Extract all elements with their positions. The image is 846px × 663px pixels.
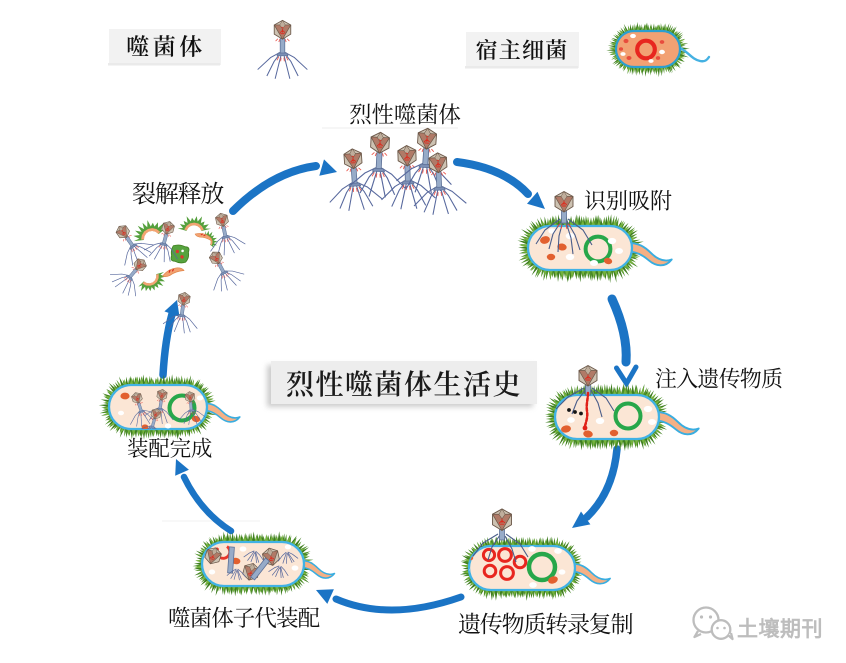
svg-text:噬菌体子代装配: 噬菌体子代装配	[168, 606, 320, 631]
svg-text:注入遗传物质: 注入遗传物质	[655, 367, 783, 392]
svg-text:烈性噬菌体: 烈性噬菌体	[349, 103, 461, 128]
svg-text:宿主细菌: 宿主细菌	[476, 38, 569, 63]
svg-text:裂解释放: 裂解释放	[132, 181, 224, 208]
svg-text:土壤期刊: 土壤期刊	[737, 617, 823, 641]
svg-text:噬菌体: 噬菌体	[126, 35, 206, 60]
svg-text:识别吸附: 识别吸附	[584, 189, 672, 214]
svg-text:遗传物质转录复制: 遗传物质转录复制	[458, 612, 633, 637]
svg-text:烈性噬菌体生活史: 烈性噬菌体生活史	[286, 369, 522, 401]
svg-text:装配完成: 装配完成	[127, 437, 212, 461]
